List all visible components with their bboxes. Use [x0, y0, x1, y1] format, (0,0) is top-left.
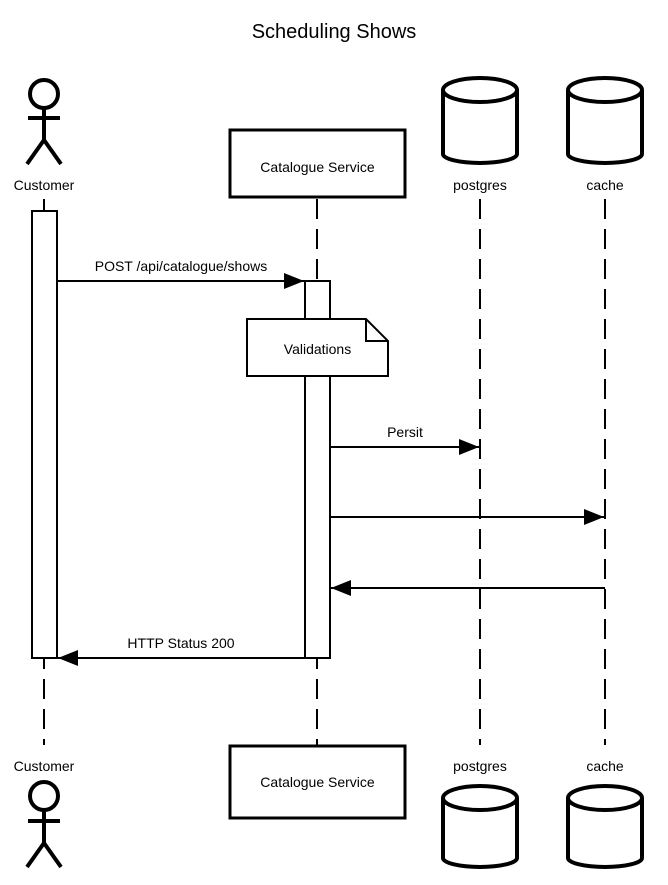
- note-label: Validations: [284, 341, 351, 357]
- message-post-shows-label: POST /api/catalogue/shows: [95, 258, 268, 274]
- message-http-status-label: HTTP Status 200: [127, 635, 234, 651]
- participant-box: [228, 744, 407, 820]
- participant-customer-bottom: Customer: [14, 758, 75, 869]
- actor-icon: [25, 780, 63, 869]
- participant-cache-top: cache: [566, 76, 644, 193]
- participant-postgres-bottom: postgres: [441, 758, 519, 869]
- diagram-title: Scheduling Shows: [252, 21, 417, 43]
- database-icon: [441, 76, 519, 165]
- participant-cache-bottom: cache: [566, 758, 644, 869]
- participant-postgres-top: postgres: [441, 76, 519, 193]
- participant-label: postgres: [453, 177, 507, 193]
- activation-customer: [31, 210, 58, 659]
- database-icon: [566, 784, 644, 869]
- message-persist-label: Persit: [387, 424, 423, 440]
- participant-catalogue-service-top: Catalogue Service: [228, 128, 407, 199]
- participant-label: Catalogue Service: [260, 774, 375, 790]
- participant-label: Catalogue Service: [260, 159, 375, 175]
- participant-box: [228, 128, 407, 199]
- actor-icon: [25, 78, 63, 166]
- database-icon: [441, 784, 519, 869]
- participant-customer-top: Customer: [14, 78, 75, 193]
- participant-label: cache: [586, 758, 624, 774]
- participant-label: Customer: [14, 177, 75, 193]
- note-fold: [365, 319, 388, 342]
- participant-catalogue-service-bottom: Catalogue Service: [228, 744, 407, 820]
- database-icon: [566, 76, 644, 165]
- participant-label: cache: [586, 177, 624, 193]
- note-validations: Validations: [246, 318, 389, 377]
- participant-label: postgres: [453, 758, 507, 774]
- participant-label: Customer: [14, 758, 75, 774]
